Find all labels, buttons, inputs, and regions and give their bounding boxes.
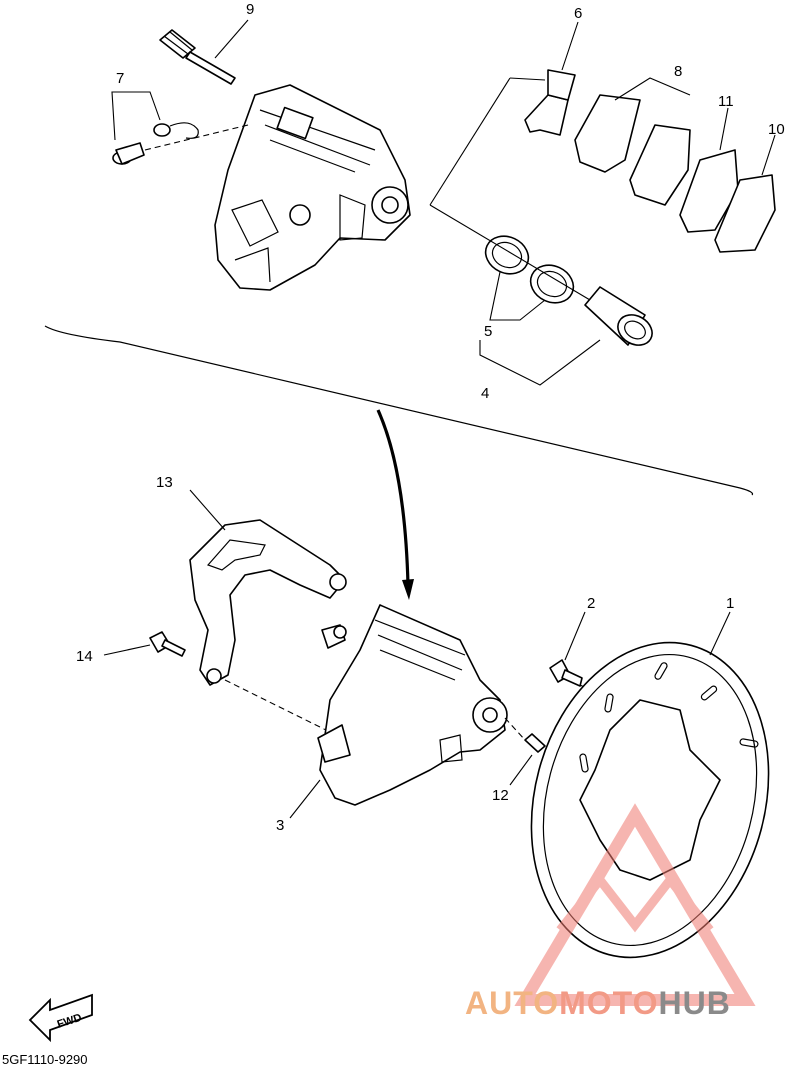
- watermark-triangle: [514, 803, 756, 1006]
- pad-shim-10: [714, 174, 776, 253]
- watermark-moto: MOTO: [559, 985, 659, 1021]
- callout-2: 2: [587, 595, 595, 612]
- callout-6: 6: [574, 5, 582, 22]
- caliper-assembly-3: [317, 604, 508, 806]
- callout-12: 12: [492, 787, 509, 804]
- disc-bolt-2: [549, 659, 583, 687]
- piston-seals-5: [484, 235, 575, 304]
- assembly-arrow: [376, 409, 410, 586]
- caliper-bolt-9: [159, 29, 236, 85]
- callout-14: 14: [76, 648, 93, 665]
- watermark-auto: AUTO: [465, 985, 560, 1021]
- callout-13: 13: [156, 474, 173, 491]
- pad-spring-6: [524, 69, 576, 136]
- fwd-arrow-icon: FWD: [28, 993, 93, 1043]
- watermark-hub: HUB: [658, 985, 731, 1021]
- brake-pads-8: [574, 94, 691, 206]
- callout-3: 3: [276, 817, 284, 834]
- bracket-bolt-14: [149, 631, 186, 657]
- callout-11: 11: [718, 93, 734, 110]
- piston-4: [584, 286, 653, 346]
- callout-9: 9: [246, 1, 254, 18]
- caliper-bracket-13: [189, 519, 347, 686]
- callout-10: 10: [768, 121, 785, 138]
- callout-8: 8: [674, 63, 682, 80]
- caliper-body-top: [214, 84, 411, 291]
- callout-7: 7: [116, 70, 124, 87]
- bleed-screw-7: [112, 122, 199, 165]
- pad-pin-12: [524, 733, 546, 753]
- callout-5: 5: [484, 323, 492, 340]
- assembly-arrow-head: [402, 579, 414, 600]
- callout-4: 4: [481, 385, 489, 402]
- divider-curve: [44, 325, 754, 496]
- diagram-code: 5GF1110-9290: [2, 1052, 88, 1067]
- watermark-text: AUTOMOTOHUB: [465, 985, 731, 1022]
- callout-1: 1: [726, 595, 734, 612]
- brake-disc-1: [530, 641, 770, 959]
